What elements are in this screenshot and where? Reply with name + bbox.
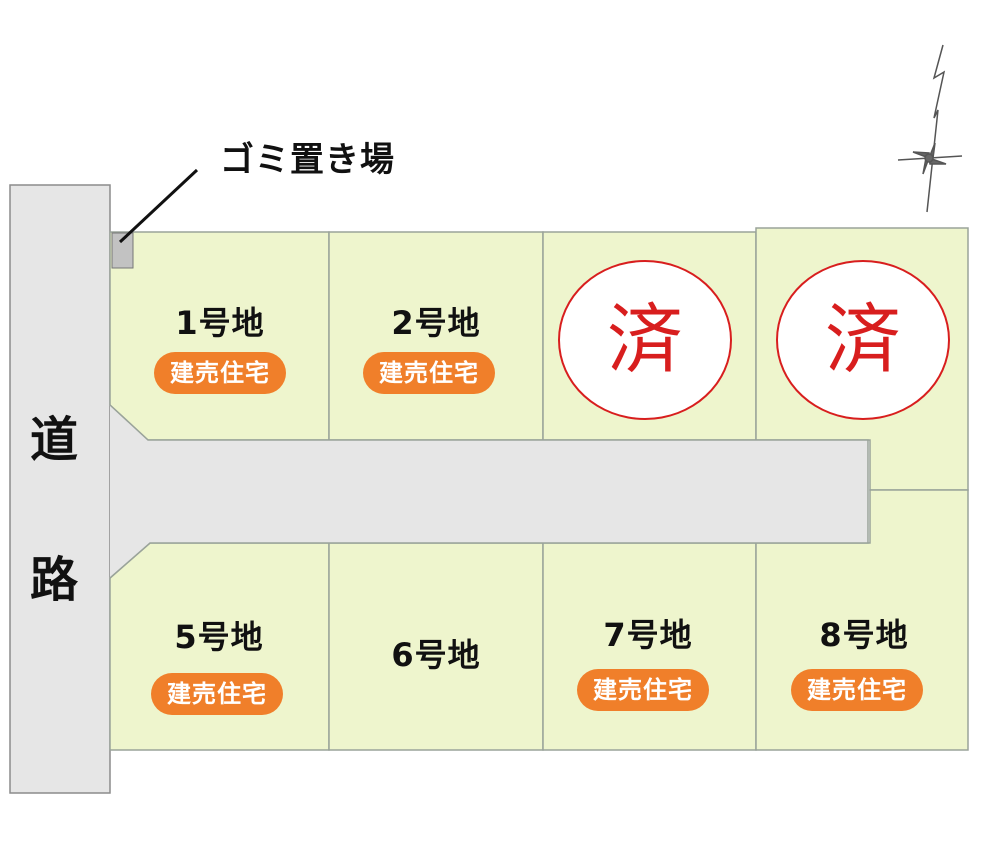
north-arrow-compass-icon <box>897 44 963 213</box>
road-label-char-2: 路 <box>29 552 78 608</box>
lot-6-shape <box>328 542 544 751</box>
lot-8-label[interactable]: 8号地 <box>819 616 909 654</box>
garbage-area-label: ゴミ置き場 <box>220 140 395 180</box>
lot-4-sold-stamp: 済 <box>776 260 950 420</box>
lot-4-sold-mark: 済 <box>825 295 901 384</box>
garbage-area <box>111 232 134 269</box>
lot-3-sold-mark: 済 <box>607 295 683 384</box>
road-label-char-1: 道 <box>29 412 78 468</box>
lot-5-badge: 建売住宅 <box>151 673 283 715</box>
lot-2-shape <box>328 231 544 441</box>
lot-1-badge: 建売住宅 <box>154 352 286 394</box>
lot-7-label[interactable]: 7号地 <box>603 616 693 654</box>
lot-8-badge: 建売住宅 <box>791 669 923 711</box>
lot-1-label[interactable]: 1号地 <box>175 304 265 342</box>
garbage-leader-line <box>118 168 199 244</box>
lot-5-label[interactable]: 5号地 <box>174 618 264 656</box>
lot-3-sold-stamp: 済 <box>558 260 732 420</box>
lot-2-label[interactable]: 2号地 <box>391 304 481 342</box>
lot-6-label[interactable]: 6号地 <box>391 636 481 674</box>
lot-2-badge: 建売住宅 <box>363 352 495 394</box>
access-road <box>110 405 868 578</box>
access-road-edge <box>109 404 869 579</box>
road <box>9 184 111 794</box>
lot-7-badge: 建売住宅 <box>577 669 709 711</box>
